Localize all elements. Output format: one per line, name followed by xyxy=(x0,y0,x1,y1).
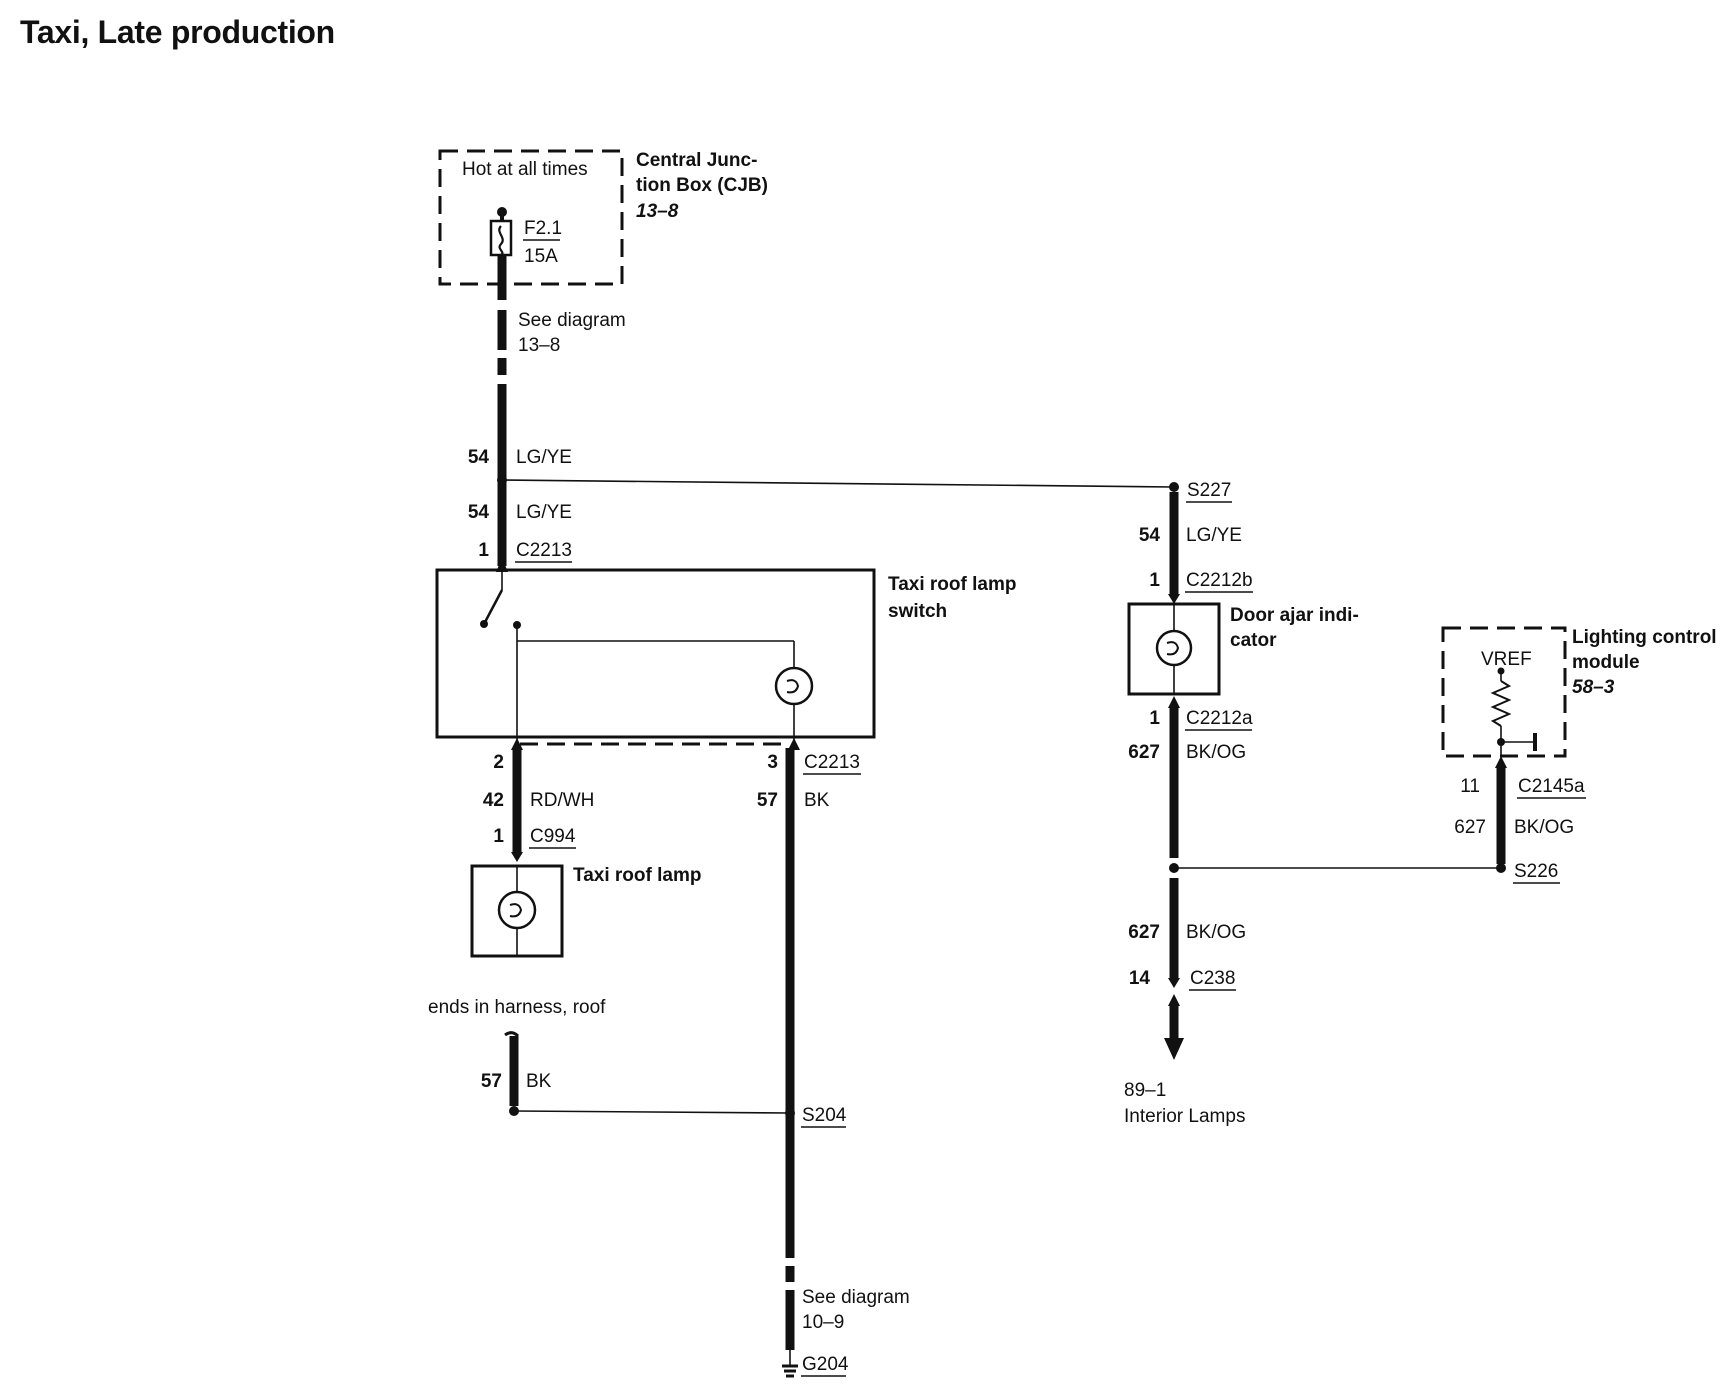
circuit-number: 54 xyxy=(468,502,490,523)
connector-id: C2212b xyxy=(1186,570,1253,591)
splice-wire-to-s204 xyxy=(513,1110,791,1114)
roof-lamp-branch xyxy=(470,738,564,958)
splice-s227: S227 xyxy=(1187,480,1231,501)
lcm-label-line2: module xyxy=(1572,652,1640,673)
door-ajar-label-line2: cator xyxy=(1230,630,1277,651)
cjb-ref-link[interactable]: 13–8 xyxy=(636,201,679,222)
ground-g204: G204 xyxy=(802,1354,849,1375)
harness-end-note: ends in harness, roof xyxy=(428,997,606,1018)
switch-blade-icon xyxy=(482,589,504,625)
connector-pin: 2 xyxy=(493,752,504,773)
central-junction-box: Hot at all times F2.1 15A Central Junc- … xyxy=(438,149,768,286)
door-ajar-branch xyxy=(1127,482,1221,1060)
circuit-number: 54 xyxy=(1139,525,1161,546)
connector-id: C2145a xyxy=(1518,776,1585,797)
connector-pin: 1 xyxy=(478,540,489,561)
switch-box xyxy=(435,568,876,739)
page-title: Taxi, Late production xyxy=(20,14,335,50)
indicator-bulb-icon xyxy=(774,666,814,706)
cjb-name-line1: Central Junc- xyxy=(636,150,757,171)
circuit-color: BK/OG xyxy=(1186,922,1246,943)
vref-label: VREF xyxy=(1481,649,1532,670)
connector-pin: 3 xyxy=(767,752,778,773)
connector-id: C2213 xyxy=(516,540,572,561)
door-ajar-label-line1: Door ajar indi- xyxy=(1230,605,1359,626)
fuse-rating: 15A xyxy=(524,246,558,267)
see-diagram-top-ref[interactable]: 13–8 xyxy=(518,335,560,356)
connector-pin: 1 xyxy=(1149,708,1160,729)
roof-lamp-label: Taxi roof lamp xyxy=(573,865,701,886)
splice-s204-dot xyxy=(785,1108,795,1118)
resistor-icon xyxy=(1490,680,1512,727)
circuit-number: 42 xyxy=(483,790,504,811)
splice-wire-to-s227 xyxy=(501,479,1175,488)
connector-id: C2213 xyxy=(804,752,860,773)
circuit-color: RD/WH xyxy=(530,790,594,811)
splice-s204: S204 xyxy=(802,1105,847,1126)
circuit-color: BK xyxy=(804,790,830,811)
cjb-hot-label: Hot at all times xyxy=(462,159,588,180)
splice-s226-dot xyxy=(1496,863,1506,873)
roof-switch-label-line1: Taxi roof lamp xyxy=(888,574,1016,595)
lcm-label-line1: Lighting control xyxy=(1572,627,1717,648)
circuit-number: 627 xyxy=(1128,742,1160,763)
connector-pin: 14 xyxy=(1129,968,1151,989)
see-diagram-bottom-ref[interactable]: 10–9 xyxy=(802,1312,844,1333)
splice-s227-dot xyxy=(1169,482,1179,492)
circuit-number: 54 xyxy=(468,447,490,468)
connector-id: C2212a xyxy=(1186,708,1253,729)
fuse-id: F2.1 xyxy=(524,218,562,239)
splice-s226: S226 xyxy=(1514,861,1558,882)
roof-switch-label-line2: switch xyxy=(888,601,947,622)
fuse-element-icon xyxy=(498,225,504,256)
circuit-color: BK xyxy=(526,1071,552,1092)
roof-lamp-bulb-icon xyxy=(497,890,537,930)
circuit-number: 627 xyxy=(1454,817,1486,838)
circuit-number: 627 xyxy=(1128,922,1160,943)
connector-id: C238 xyxy=(1190,968,1235,989)
see-diagram-bottom: See diagram xyxy=(802,1287,910,1308)
connector-pin: 1 xyxy=(493,826,504,847)
lcm-ref-link[interactable]: 58–3 xyxy=(1572,677,1615,698)
circuit-number: 57 xyxy=(481,1071,502,1092)
circuit-color: BK/OG xyxy=(1186,742,1246,763)
connector-id: C994 xyxy=(530,826,576,847)
circuit-color: LG/YE xyxy=(516,502,572,523)
circuit-color: BK/OG xyxy=(1514,817,1574,838)
circuit-color: LG/YE xyxy=(516,447,572,468)
taxi-roof-lamp-switch xyxy=(435,558,876,745)
lighting-control-module: VREF xyxy=(1441,626,1567,873)
lcm-dashed-outline xyxy=(1441,626,1567,758)
ground-branch xyxy=(782,738,800,1378)
cjb-name-line2: tion Box (CJB) xyxy=(636,175,768,196)
circuit-number: 57 xyxy=(757,790,778,811)
continues-arrow-icon xyxy=(1164,1038,1184,1060)
interior-lamps-label: Interior Lamps xyxy=(1124,1106,1245,1127)
harness-end-icon xyxy=(504,1031,520,1038)
cjb-dashed-outline xyxy=(438,149,624,286)
door-ajar-bulb-icon xyxy=(1155,629,1193,667)
interior-lamps-ref[interactable]: 89–1 xyxy=(1124,1080,1166,1101)
see-diagram-top: See diagram xyxy=(518,310,626,331)
connector-pin: 11 xyxy=(1460,776,1480,797)
circuit-color: LG/YE xyxy=(1186,525,1242,546)
connector-pin: 1 xyxy=(1149,570,1160,591)
